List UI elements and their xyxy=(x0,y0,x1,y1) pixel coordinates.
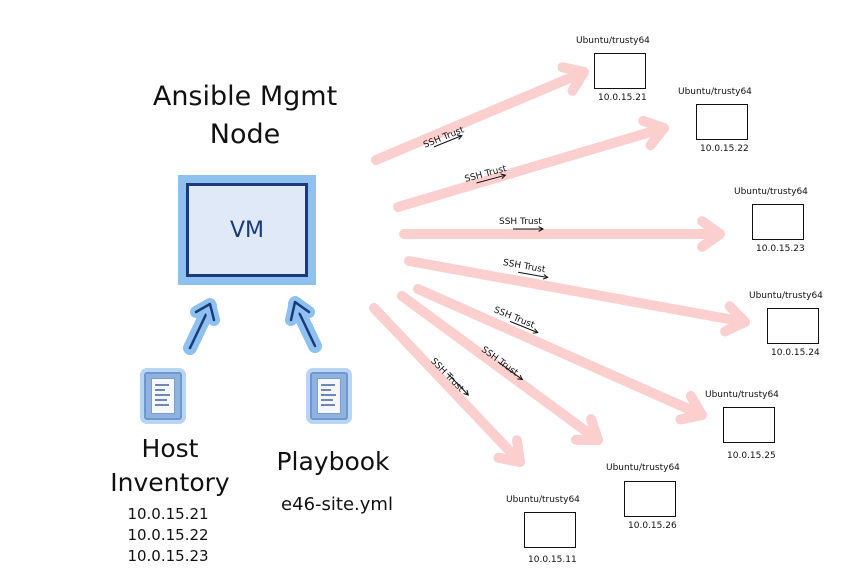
ssh-direction-mark xyxy=(433,135,462,148)
host-ip-label-3: 10.0.15.23 xyxy=(756,244,805,254)
host-ip-label-5: 10.0.15.25 xyxy=(727,451,776,461)
host-os-label-4: Ubuntu/trusty64 xyxy=(749,291,823,301)
ssh-arrow-shaft xyxy=(369,303,525,467)
ssh-trust-arrow-7 xyxy=(369,303,525,467)
ssh-direction-mark-head xyxy=(517,374,524,381)
ssh-arrow-head xyxy=(697,216,725,252)
ssh-arrow-head xyxy=(638,115,669,151)
inventory-ip-list: 10.0.15.21 10.0.15.22 10.0.15.23 xyxy=(110,504,226,567)
upward-arrows xyxy=(183,296,322,355)
ssh-arrow-shaft xyxy=(404,256,750,327)
ssh-arrow-shaft xyxy=(393,123,669,212)
ssh-direction-mark-head xyxy=(532,328,539,334)
host-ip-label-1: 10.0.15.21 xyxy=(598,93,647,103)
inventory-ip-1: 10.0.15.21 xyxy=(127,505,209,523)
host-inventory-label: Host Inventory xyxy=(95,432,245,500)
ssh-direction-mark-head xyxy=(500,173,507,180)
host-ip-label-6: 10.0.15.26 xyxy=(628,521,677,531)
ssh-arrow-shaft xyxy=(371,67,589,165)
ssh-direction-mark xyxy=(476,174,506,184)
ssh-arrow-head xyxy=(557,62,589,96)
inventory-ip-3: 10.0.15.23 xyxy=(127,547,209,565)
ssh-trust-arrow-3 xyxy=(399,216,725,252)
host-box-4 xyxy=(767,308,819,344)
ssh-arrow-head xyxy=(675,391,707,425)
ssh-trust-arrow-6 xyxy=(397,291,603,445)
host-os-label-7: Ubuntu/trusty64 xyxy=(506,495,580,505)
ssh-direction-mark xyxy=(509,320,538,334)
mgmt-node-title-line2: Node xyxy=(209,119,281,150)
host-inventory-line1: Host xyxy=(141,434,199,463)
host-box-2 xyxy=(696,104,748,140)
host-ip-label-2: 10.0.15.22 xyxy=(700,144,749,154)
host-box-7 xyxy=(524,512,576,548)
ssh-trust-arrow-4 xyxy=(404,256,750,337)
host-os-label-1: Ubuntu/trusty64 xyxy=(576,36,650,46)
ssh-direction-mark xyxy=(447,373,469,396)
vm-label: VM xyxy=(229,217,265,243)
ssh-trust-label-3: SSH Trust xyxy=(499,217,542,227)
playbook-label: Playbook xyxy=(276,447,390,476)
ssh-trust-arrow-1 xyxy=(371,62,589,165)
host-os-label-3: Ubuntu/trusty64 xyxy=(734,187,808,197)
ssh-direction-mark xyxy=(518,271,548,278)
ssh-trust-arrow-5 xyxy=(413,284,707,425)
host-box-3 xyxy=(752,204,804,240)
host-os-label-5: Ubuntu/trusty64 xyxy=(705,390,779,400)
inventory-up-arrow-icon xyxy=(183,298,220,355)
ssh-arrow-head xyxy=(720,301,750,337)
inventory-ip-2: 10.0.15.22 xyxy=(127,526,209,544)
mgmt-node-title: Ansible Mgmt Node xyxy=(140,78,350,154)
host-ip-label-7: 10.0.15.11 xyxy=(528,555,577,565)
host-os-label-6: Ubuntu/trusty64 xyxy=(606,463,680,473)
playbook-up-arrow-icon xyxy=(285,296,322,353)
ssh-arrow-head xyxy=(493,435,525,467)
ssh-direction-mark-head xyxy=(538,226,545,232)
playbook-document-icon xyxy=(310,372,348,420)
host-inventory-line2: Inventory xyxy=(110,468,230,497)
host-box-1 xyxy=(594,53,646,89)
host-os-label-2: Ubuntu/trusty64 xyxy=(678,87,752,97)
vm-box: VM xyxy=(186,183,308,277)
ssh-trust-arrow-2 xyxy=(393,115,669,212)
ssh-direction-mark-head xyxy=(542,273,549,280)
ssh-arrow-shaft xyxy=(397,291,603,445)
inventory-document-icon xyxy=(144,372,182,420)
mgmt-node-title-line1: Ansible Mgmt xyxy=(152,81,338,112)
ssh-direction-mark xyxy=(497,361,523,380)
playbook-file-name: e46-site.yml xyxy=(281,494,393,515)
host-box-6 xyxy=(624,481,676,517)
ssh-arrow-head xyxy=(571,414,603,445)
ssh-arrow-shaft xyxy=(413,284,707,420)
ssh-direction-mark-head xyxy=(456,134,463,140)
host-ip-label-4: 10.0.15.24 xyxy=(771,348,820,358)
host-box-5 xyxy=(723,407,775,443)
ssh-direction-mark-head xyxy=(463,390,470,396)
